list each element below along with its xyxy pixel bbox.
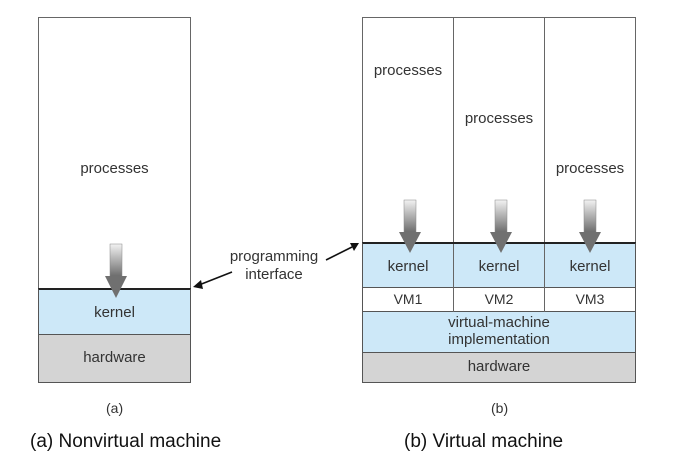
vm-implementation-line2: implementation <box>448 331 550 348</box>
programming-interface-line1: programming <box>229 248 319 265</box>
vm3-down-arrow-icon <box>579 199 601 253</box>
programming-interface-line2: interface <box>245 266 303 283</box>
vm1-down-arrow-icon <box>399 199 421 253</box>
vm2-processes-label: processes <box>464 110 534 127</box>
right-caption: (b) Virtual machine <box>404 431 564 452</box>
left-caption: (a) Nonvirtual machine <box>30 431 222 452</box>
right-hardware-label: hardware <box>467 358 531 375</box>
right-column-divider-lower-1 <box>453 244 454 312</box>
vm1-kernel-label: kernel <box>387 258 429 275</box>
vm2-label: VM2 <box>484 291 514 307</box>
right-column-divider-lower-2 <box>544 244 545 312</box>
vm2-down-arrow-icon <box>490 199 512 253</box>
left-processes-label: processes <box>80 160 149 177</box>
vm3-label: VM3 <box>575 291 605 307</box>
right-column-divider-2 <box>544 17 545 287</box>
vm1-processes-label: processes <box>373 62 443 79</box>
vm3-processes-label: processes <box>555 160 625 177</box>
vm1-label: VM1 <box>393 291 423 307</box>
vm2-kernel-label: kernel <box>478 258 520 275</box>
right-subfigure-label: (b) <box>491 400 509 416</box>
right-hardware-layer <box>362 352 636 383</box>
left-hardware-layer <box>38 334 191 383</box>
left-kernel-label: kernel <box>94 304 135 321</box>
left-hardware-label: hardware <box>83 349 146 366</box>
left-subfigure-label: (a) <box>106 400 124 416</box>
vm3-kernel-label: kernel <box>569 258 611 275</box>
right-column-divider-1 <box>453 17 454 287</box>
vm-implementation-line1: virtual-machine <box>448 314 550 331</box>
